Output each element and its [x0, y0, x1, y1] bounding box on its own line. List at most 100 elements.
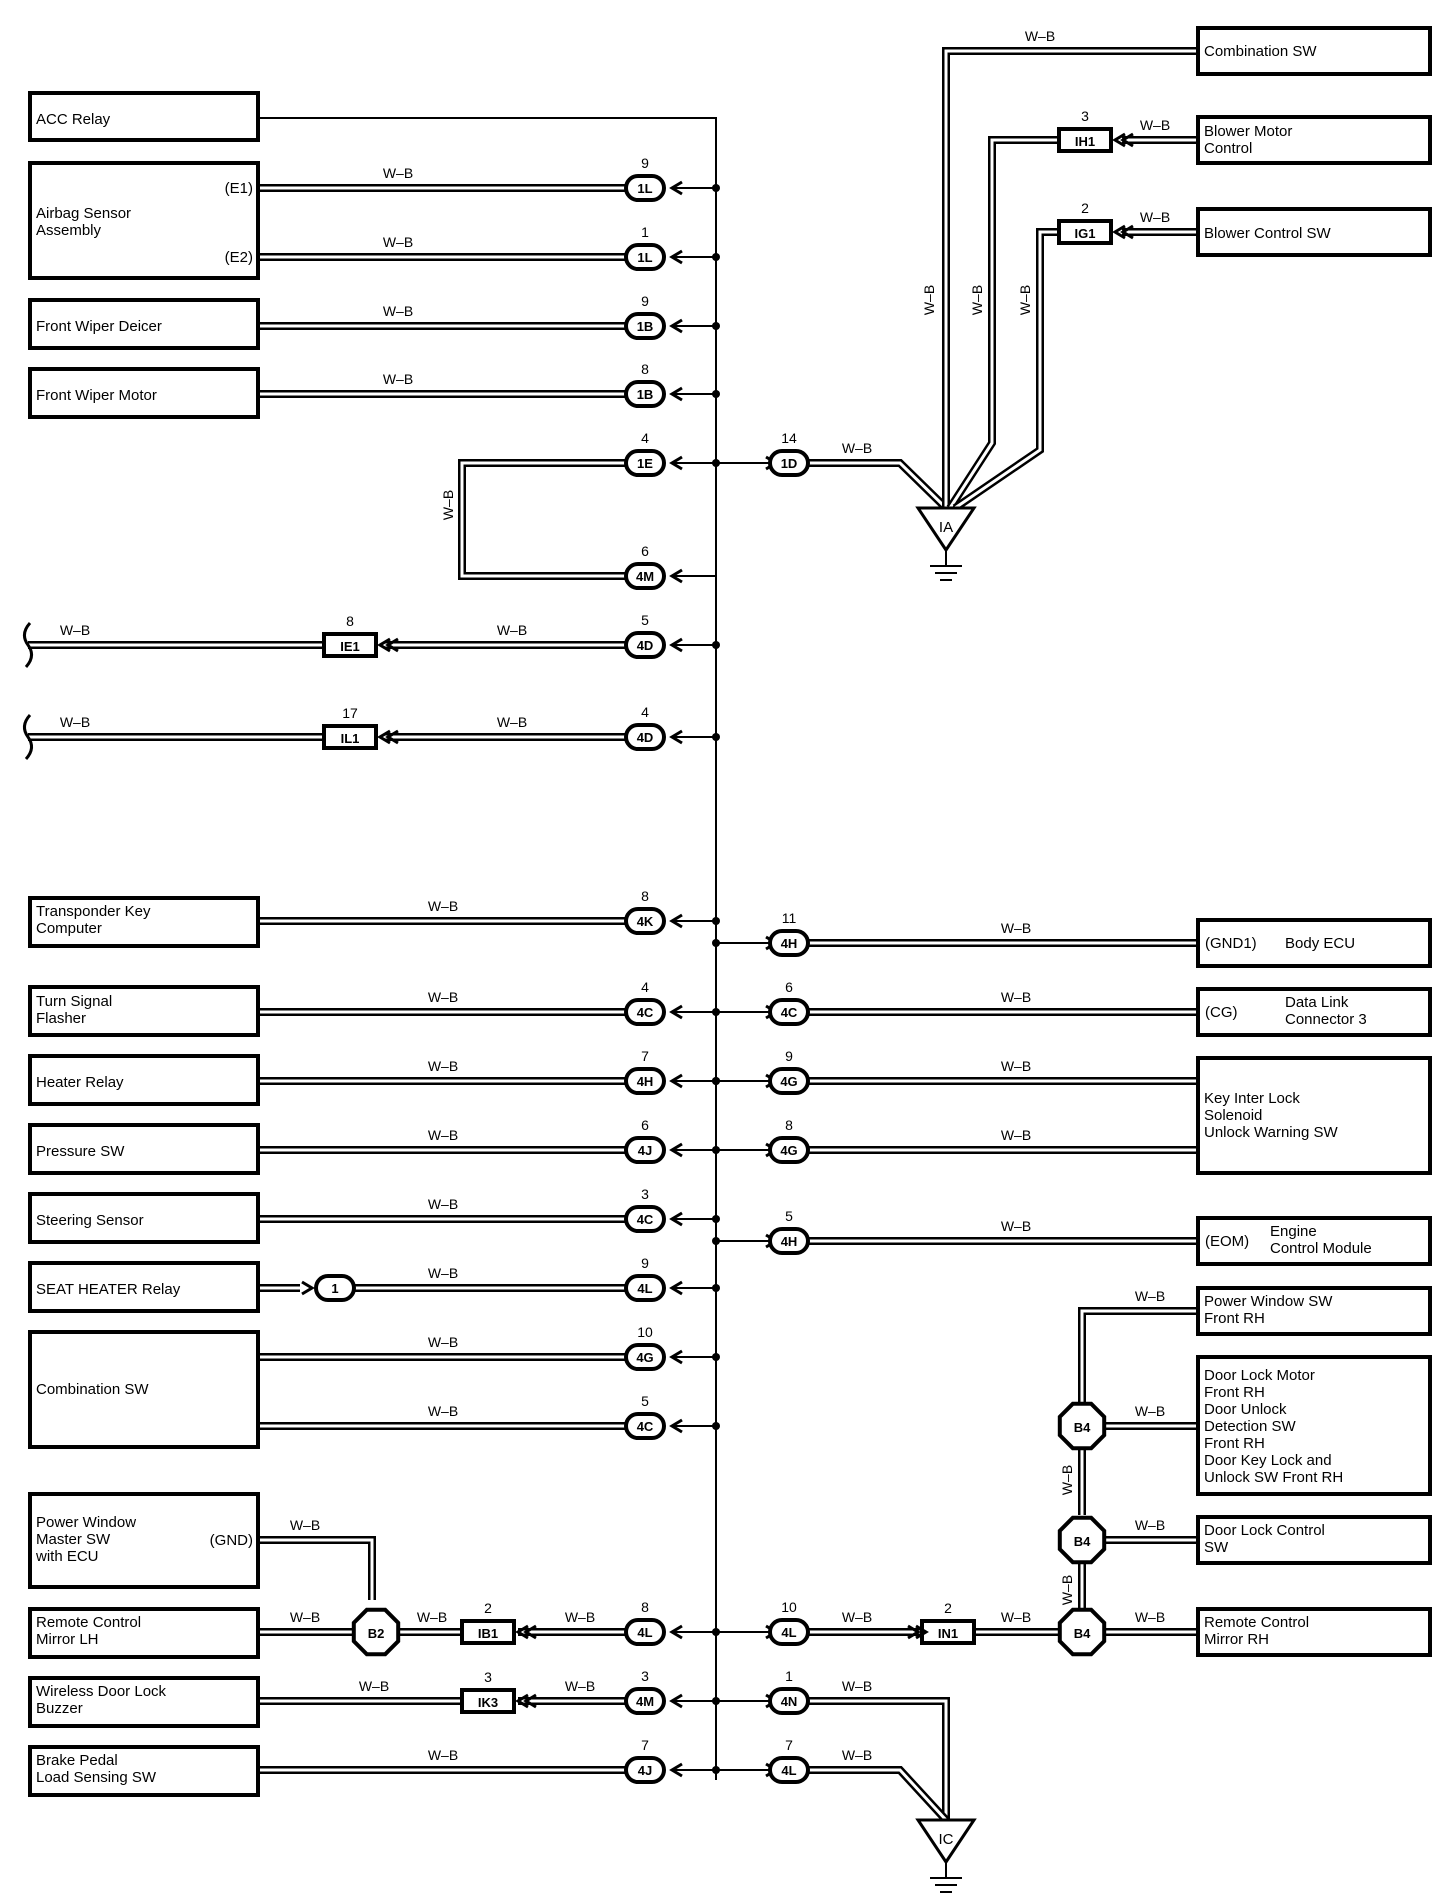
- connector-code: 4H: [781, 1234, 798, 1249]
- wires: [28, 47, 1198, 1893]
- bus-dot-14: [712, 1422, 720, 1430]
- box-label-pw-front-rh: Front RH: [1204, 1310, 1265, 1327]
- bus-dot-6: [712, 733, 720, 741]
- connector-code: 1D: [781, 456, 798, 471]
- wlab-transponder: W–B: [428, 898, 458, 914]
- connector-pin: 6: [785, 979, 793, 995]
- connector-4h: [768, 1227, 810, 1255]
- box-label-airbag: Airbag Sensor: [36, 205, 131, 222]
- box-label-rc-mirror-lh: Remote Control: [36, 1614, 141, 1631]
- wlab-4: W–B: [383, 371, 413, 387]
- wire-pw-rh: [1078, 1307, 1198, 1412]
- box-label-turn-signal: Turn Signal: [36, 993, 112, 1010]
- junction-pin: 3: [484, 1669, 492, 1685]
- bus-dot-0: [712, 184, 720, 192]
- connector-pin: 9: [641, 155, 649, 171]
- connector-4g: [768, 1136, 810, 1164]
- wlab-turn: W–B: [428, 989, 458, 1005]
- junction-code: IN1: [938, 1626, 958, 1641]
- jarrow: [907, 1624, 921, 1640]
- wire-4l7-core: [808, 1768, 948, 1822]
- wlab-r-key2: W–B: [1001, 1127, 1031, 1143]
- connector-pin: 8: [641, 361, 649, 377]
- connector-code: 4C: [637, 1212, 654, 1227]
- box-acc-relay: [28, 91, 260, 142]
- box-label-door-lock-motor: Door Unlock: [1204, 1401, 1287, 1418]
- box-fw-motor: [28, 367, 260, 419]
- junction-in1: [920, 1619, 976, 1645]
- break-mark-ie1: [23, 621, 33, 669]
- wlab-heater: W–B: [428, 1058, 458, 1074]
- junction-ie1: [322, 632, 378, 658]
- junction-code: IB1: [478, 1626, 498, 1641]
- arrow-l-7: [669, 729, 683, 745]
- wlab-3: W–B: [383, 303, 413, 319]
- arrow-l-6: [669, 637, 683, 653]
- bus-dot-1: [712, 253, 720, 261]
- bus-dot-16: [712, 1697, 720, 1705]
- box-label-steering-sensor: Steering Sensor: [36, 1212, 144, 1229]
- box-ecm: [1196, 1216, 1432, 1266]
- wlab-r-ecm: W–B: [1001, 1218, 1031, 1234]
- connectors: [23, 127, 1134, 1865]
- box-seat-heater: [28, 1261, 260, 1313]
- connector-4m: [624, 1687, 666, 1715]
- wlab-steering: W–B: [428, 1196, 458, 1212]
- arrow-l-11: [669, 1142, 683, 1158]
- connector-pin: 7: [641, 1048, 649, 1064]
- connector-4j: [624, 1136, 666, 1164]
- wlab-il1b: W–B: [497, 714, 527, 730]
- box-pressure-sw: [28, 1123, 260, 1175]
- box-steering-sensor: [28, 1192, 260, 1244]
- box-label-rc-mirror-rh: Remote Control: [1204, 1614, 1309, 1631]
- arrow-l-1: [669, 249, 683, 265]
- wlab-mrh: W–B: [1135, 1609, 1165, 1625]
- box-pw-front-rh: [1196, 1286, 1432, 1336]
- connector-code: 4L: [781, 1763, 796, 1778]
- acc-bus-top: [258, 117, 717, 465]
- box-label-blower-sw: Blower Control SW: [1204, 225, 1332, 242]
- bus-dot-15: [712, 1628, 720, 1636]
- wlab-4l7: W–B: [842, 1747, 872, 1763]
- connector-code: 4D: [637, 730, 654, 745]
- junction-pin: 8: [346, 613, 354, 629]
- connector-4h: [768, 929, 810, 957]
- connector-pin: 3: [641, 1186, 649, 1202]
- wire-pw-rh-core: [1080, 1309, 1198, 1412]
- box-label-heater-relay: Heater Relay: [36, 1074, 124, 1091]
- junction-ih1: [1057, 127, 1113, 153]
- connector-code: 1L: [637, 181, 652, 196]
- jarrow: [377, 637, 391, 653]
- junction-code: IL1: [341, 731, 360, 746]
- bus-dot-5: [712, 641, 720, 649]
- splice-code: B2: [368, 1626, 385, 1641]
- bus-dot-12: [712, 1284, 720, 1292]
- box-combination-left: [28, 1330, 260, 1449]
- wlab-ig1: W–B: [1140, 209, 1170, 225]
- jarrow: [515, 1693, 529, 1709]
- connector-code: 4G: [636, 1350, 653, 1365]
- pin-label: (E1): [225, 180, 253, 197]
- wlab-b4b: W–B: [1059, 1575, 1075, 1605]
- box-airbag: [28, 161, 260, 280]
- bus-dot-r0: [712, 939, 720, 947]
- wire-ih1: [946, 136, 1065, 511]
- box-label-pw-master: with ECU: [35, 1548, 99, 1565]
- connector-pin: 4: [641, 704, 649, 720]
- box-label-door-lock-ctrl: SW: [1204, 1539, 1229, 1556]
- box-label-fw-motor: Front Wiper Motor: [36, 387, 157, 404]
- box-label-wireless-buzzer: Wireless Door Lock: [36, 1683, 167, 1700]
- box-label-fw-deicer: Front Wiper Deicer: [36, 318, 162, 335]
- wlab-1e4m: W–B: [440, 490, 456, 520]
- box-label-combination-right: Combination SW: [1204, 43, 1317, 60]
- connector-4c: [768, 998, 810, 1026]
- bus-dot-17: [712, 1766, 720, 1774]
- box-label-airbag: Assembly: [36, 222, 102, 239]
- connector-code: 4J: [638, 1763, 652, 1778]
- jarrow2: [1120, 132, 1134, 148]
- wlab-vert2: W–B: [969, 285, 985, 315]
- jarrow2: [523, 1693, 537, 1709]
- connector-4c: [624, 1205, 666, 1233]
- box-label-ecm: Control Module: [1270, 1240, 1372, 1257]
- box-transponder: [28, 896, 260, 948]
